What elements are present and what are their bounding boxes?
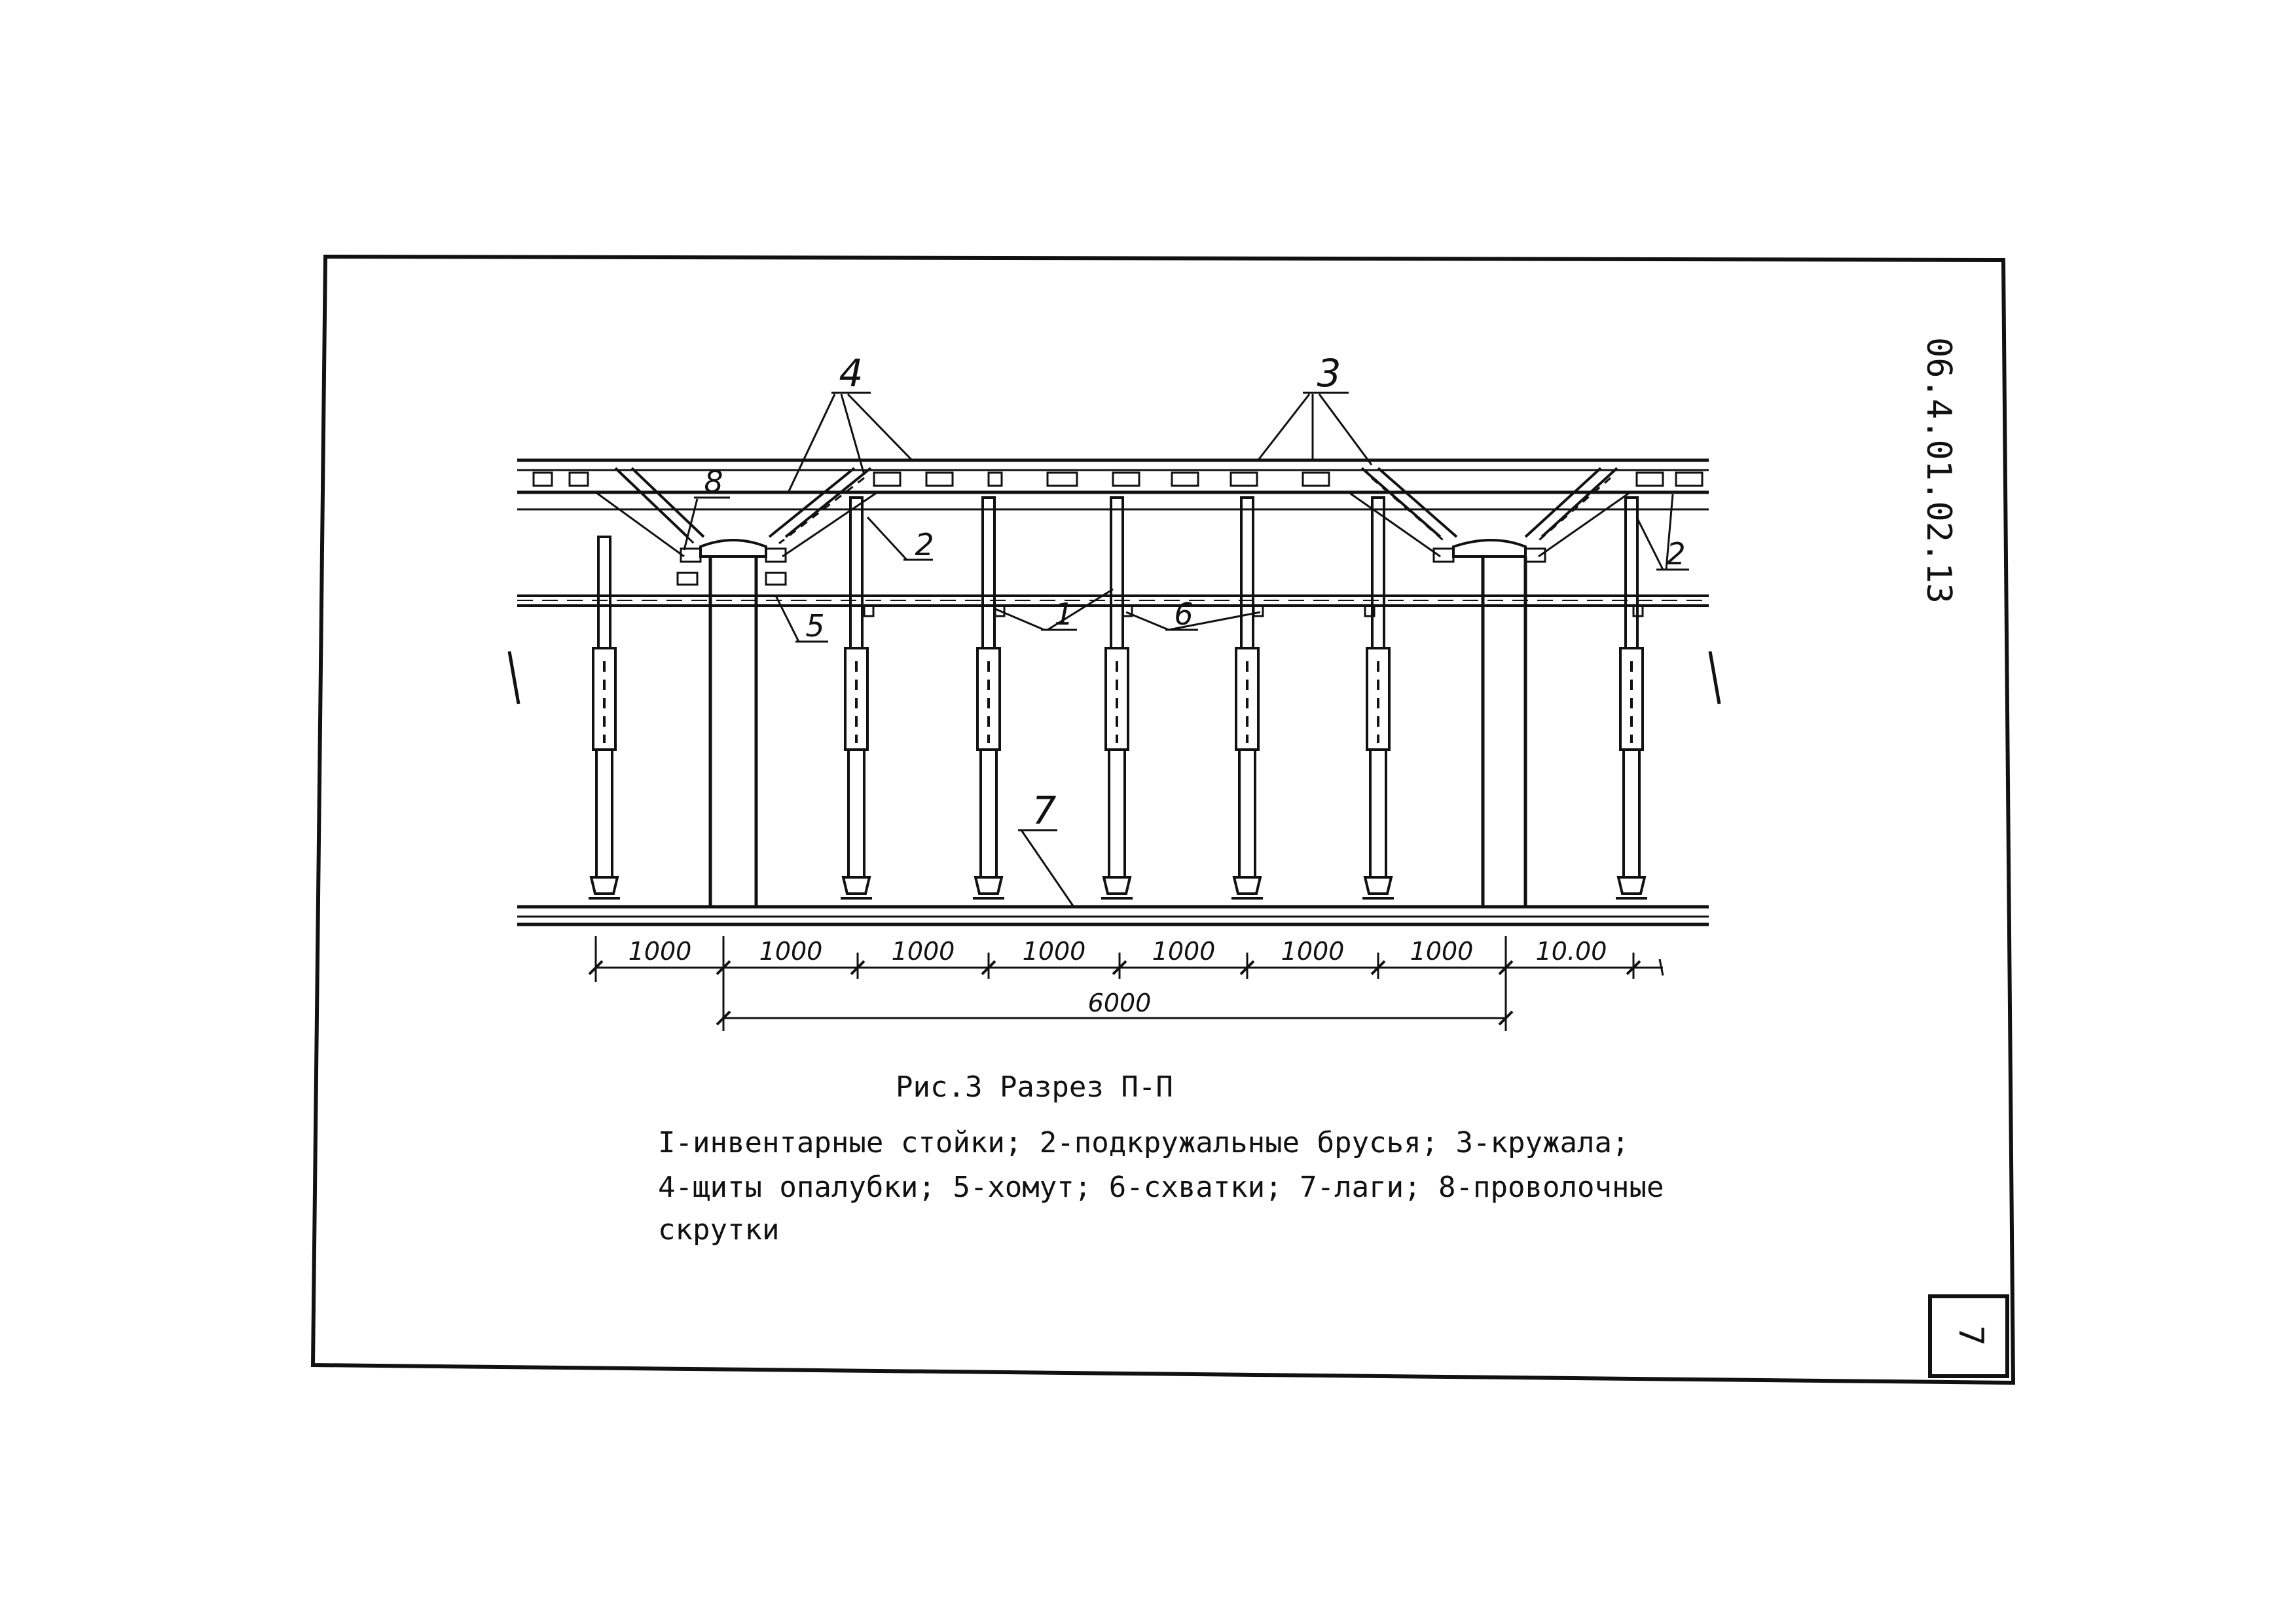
- dim-span-7: 1000: [1410, 937, 1474, 966]
- dim-total: 6000: [1088, 989, 1152, 1017]
- prop: [589, 536, 620, 900]
- callout-2-left: 2: [915, 527, 934, 562]
- callout-6: 6: [1174, 596, 1193, 632]
- callout-5: 5: [805, 608, 824, 644]
- legend-line-2: 4-щиты опалубки; 5-хомут; 6-схватки; 7-л…: [658, 1171, 1664, 1204]
- figure-caption: Рис.3 Разрез П-П: [896, 1070, 1173, 1104]
- section-mark-left: [507, 651, 520, 704]
- legend-line-1: I-инвентарные стойки; 2-подкружальные бр…: [658, 1126, 1629, 1159]
- sheet-frame: [310, 254, 2016, 1385]
- prop: [1101, 496, 1133, 900]
- callout-8: 8: [704, 464, 723, 500]
- callout-7: 7: [1032, 788, 1057, 833]
- prop: [973, 496, 1004, 900]
- section-mark-right: [1708, 651, 1721, 704]
- formwork-section: [507, 458, 1721, 926]
- dim-span-2: 1000: [759, 937, 823, 966]
- figure-caption-block: Рис.3 Разрез П-П I-инвентарные стойки; 2…: [658, 1070, 1664, 1247]
- dimension-labels: 1000 1000 1000 1000 1000 1000 1000 10.00…: [629, 937, 1607, 1017]
- dim-span-6: 1000: [1281, 937, 1345, 966]
- callout-1: 1: [1054, 596, 1073, 632]
- clamps: [863, 604, 1644, 617]
- page-number: 7: [1951, 1325, 1990, 1345]
- kruzhala-row: [532, 471, 1704, 487]
- callout-2-right: 2: [1666, 536, 1685, 572]
- page-number-box: 7: [1928, 1294, 2009, 1378]
- haunch-right: [1348, 467, 1631, 558]
- prop: [1362, 496, 1394, 900]
- dim-span-5: 1000: [1152, 937, 1216, 966]
- document-code: 06.4.01.02.13: [1919, 337, 1958, 604]
- callout-numbers: 4 3 8 2 2 5 1 6 7: [704, 351, 1685, 833]
- dim-span-1: 1000: [629, 937, 692, 966]
- callout-4: 4: [839, 351, 864, 395]
- legend-line-3: скрутки: [658, 1213, 779, 1247]
- tie-beam: [517, 594, 1709, 607]
- prop: [841, 496, 872, 900]
- column-capital-right: [1452, 539, 1527, 558]
- dim-span-8: 10.00: [1536, 937, 1607, 966]
- prop: [1616, 496, 1647, 900]
- inventory-props: [589, 496, 1647, 900]
- column-capital-left: [699, 539, 767, 558]
- ground-lagi: [517, 905, 1709, 926]
- prop: [1231, 496, 1263, 900]
- dim-span-3: 1000: [892, 937, 955, 966]
- callout-3: 3: [1317, 351, 1341, 395]
- dimension-lines: [588, 936, 1664, 1031]
- columns: [708, 556, 1527, 907]
- dim-span-4: 1000: [1023, 937, 1086, 966]
- callout-leaders: [683, 392, 1689, 907]
